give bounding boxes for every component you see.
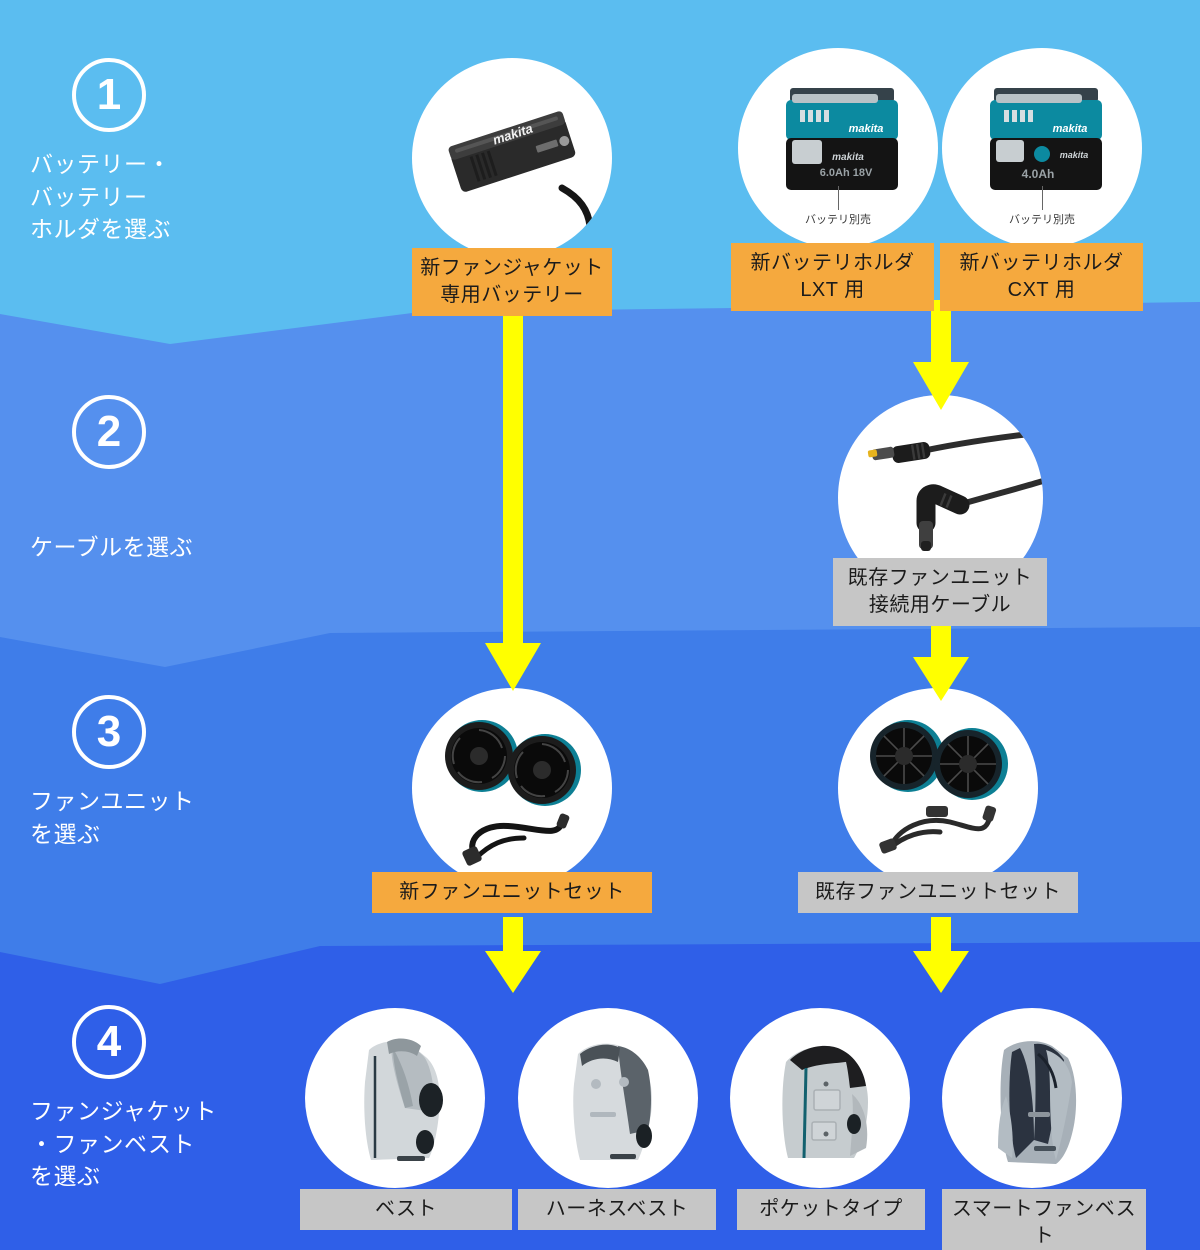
arrow-new-fan-set-to-jackets: [485, 917, 541, 995]
smart-fan-vest-icon: [998, 1041, 1077, 1164]
holder-lxt-note: バッテリ別売: [805, 214, 871, 226]
smart-fan-vest-product-image[interactable]: [942, 1008, 1122, 1188]
battery-holder-lxt-icon: makita makita 6.0Ah 18V: [786, 88, 898, 190]
step-1-number: 1: [72, 58, 146, 132]
battery-icon: makita: [448, 111, 594, 230]
svg-text:makita: makita: [832, 152, 864, 163]
battery-label[interactable]: 新ファンジャケット 専用バッテリー: [412, 248, 612, 316]
smart-fan-vest-label[interactable]: スマートファンベスト: [942, 1189, 1146, 1250]
battery-holder-lxt-image[interactable]: makita makita 6.0Ah 18V バッテリ別売: [738, 48, 938, 248]
new-fan-unit-set-image[interactable]: [412, 688, 612, 888]
svg-text:makita: makita: [849, 123, 884, 135]
vest-label[interactable]: ベスト: [300, 1189, 512, 1230]
band-4-wave-edge: [0, 940, 1200, 984]
existing-fan-unit-set-label[interactable]: 既存ファンユニットセット: [798, 872, 1078, 913]
step-1-header: 1 バッテリー・ バッテリー ホルダを選ぶ: [0, 58, 300, 246]
step-2-caption: ケーブルを選ぶ: [30, 534, 194, 560]
harness-vest-label[interactable]: ハーネスベスト: [518, 1189, 716, 1230]
new-fan-unit-set-label[interactable]: 新ファンユニットセット: [372, 872, 652, 913]
battery-holder-lxt-label[interactable]: 新バッテリホルダ LXT 用: [731, 243, 934, 311]
battery-holder-cxt-image[interactable]: makita makita 4.0Ah バッテリ別売: [942, 48, 1142, 248]
pocket-type-product-image[interactable]: [730, 1008, 910, 1188]
arrow-holder-to-cable: [913, 300, 969, 412]
arrow-battery-to-new-fan-set: [485, 303, 541, 693]
holder-cxt-leader-line: [1042, 186, 1043, 210]
existing-fan-unit-icon: [870, 720, 1008, 854]
battery-product-image[interactable]: makita: [412, 58, 612, 258]
svg-text:4.0Ah: 4.0Ah: [1022, 167, 1055, 181]
band-3-wave-edge: [0, 625, 1200, 667]
step-4-header: 4 ファンジャケット ・ファンベスト を選ぶ: [0, 1005, 300, 1193]
step-3-number: 3: [72, 695, 146, 769]
band-2-wave-edge: [0, 300, 1200, 344]
svg-text:6.0Ah 18V: 6.0Ah 18V: [820, 167, 873, 179]
arrow-existing-fan-set-to-jackets: [913, 917, 969, 995]
step-3-header: 3 ファンユニット を選ぶ: [0, 695, 300, 850]
battery-holder-cxt-icon: makita makita 4.0Ah: [990, 88, 1102, 190]
svg-text:makita: makita: [1053, 123, 1088, 135]
holder-cxt-note: バッテリ別売: [1009, 214, 1075, 226]
dc-cable-icon: [867, 430, 1043, 551]
existing-fan-unit-set-image[interactable]: [838, 688, 1038, 888]
step-3-caption: ファンユニット を選ぶ: [30, 788, 195, 847]
pocket-type-jacket-icon: [782, 1045, 868, 1159]
holder-lxt-leader-line: [838, 186, 839, 210]
step-2-header: 2 ケーブルを選ぶ: [0, 395, 300, 564]
new-fan-unit-icon: [445, 720, 581, 866]
pocket-type-label[interactable]: ポケットタイプ: [737, 1189, 925, 1230]
vest-icon: [364, 1038, 443, 1161]
harness-vest-product-image[interactable]: [518, 1008, 698, 1188]
battery-holder-cxt-label[interactable]: 新バッテリホルダ CXT 用: [940, 243, 1143, 311]
step-4-caption: ファンジャケット ・ファンベスト を選ぶ: [30, 1098, 217, 1190]
step-2-number: 2: [72, 395, 146, 469]
step-4-number: 4: [72, 1005, 146, 1079]
step-1-caption: バッテリー・ バッテリー ホルダを選ぶ: [30, 151, 171, 243]
vest-product-image[interactable]: [305, 1008, 485, 1188]
svg-text:makita: makita: [1060, 150, 1089, 160]
arrow-cable-to-existing-fan-set: [913, 613, 969, 703]
cable-label[interactable]: 既存ファンユニット 接続用ケーブル: [833, 558, 1047, 626]
harness-vest-icon: [573, 1043, 652, 1160]
